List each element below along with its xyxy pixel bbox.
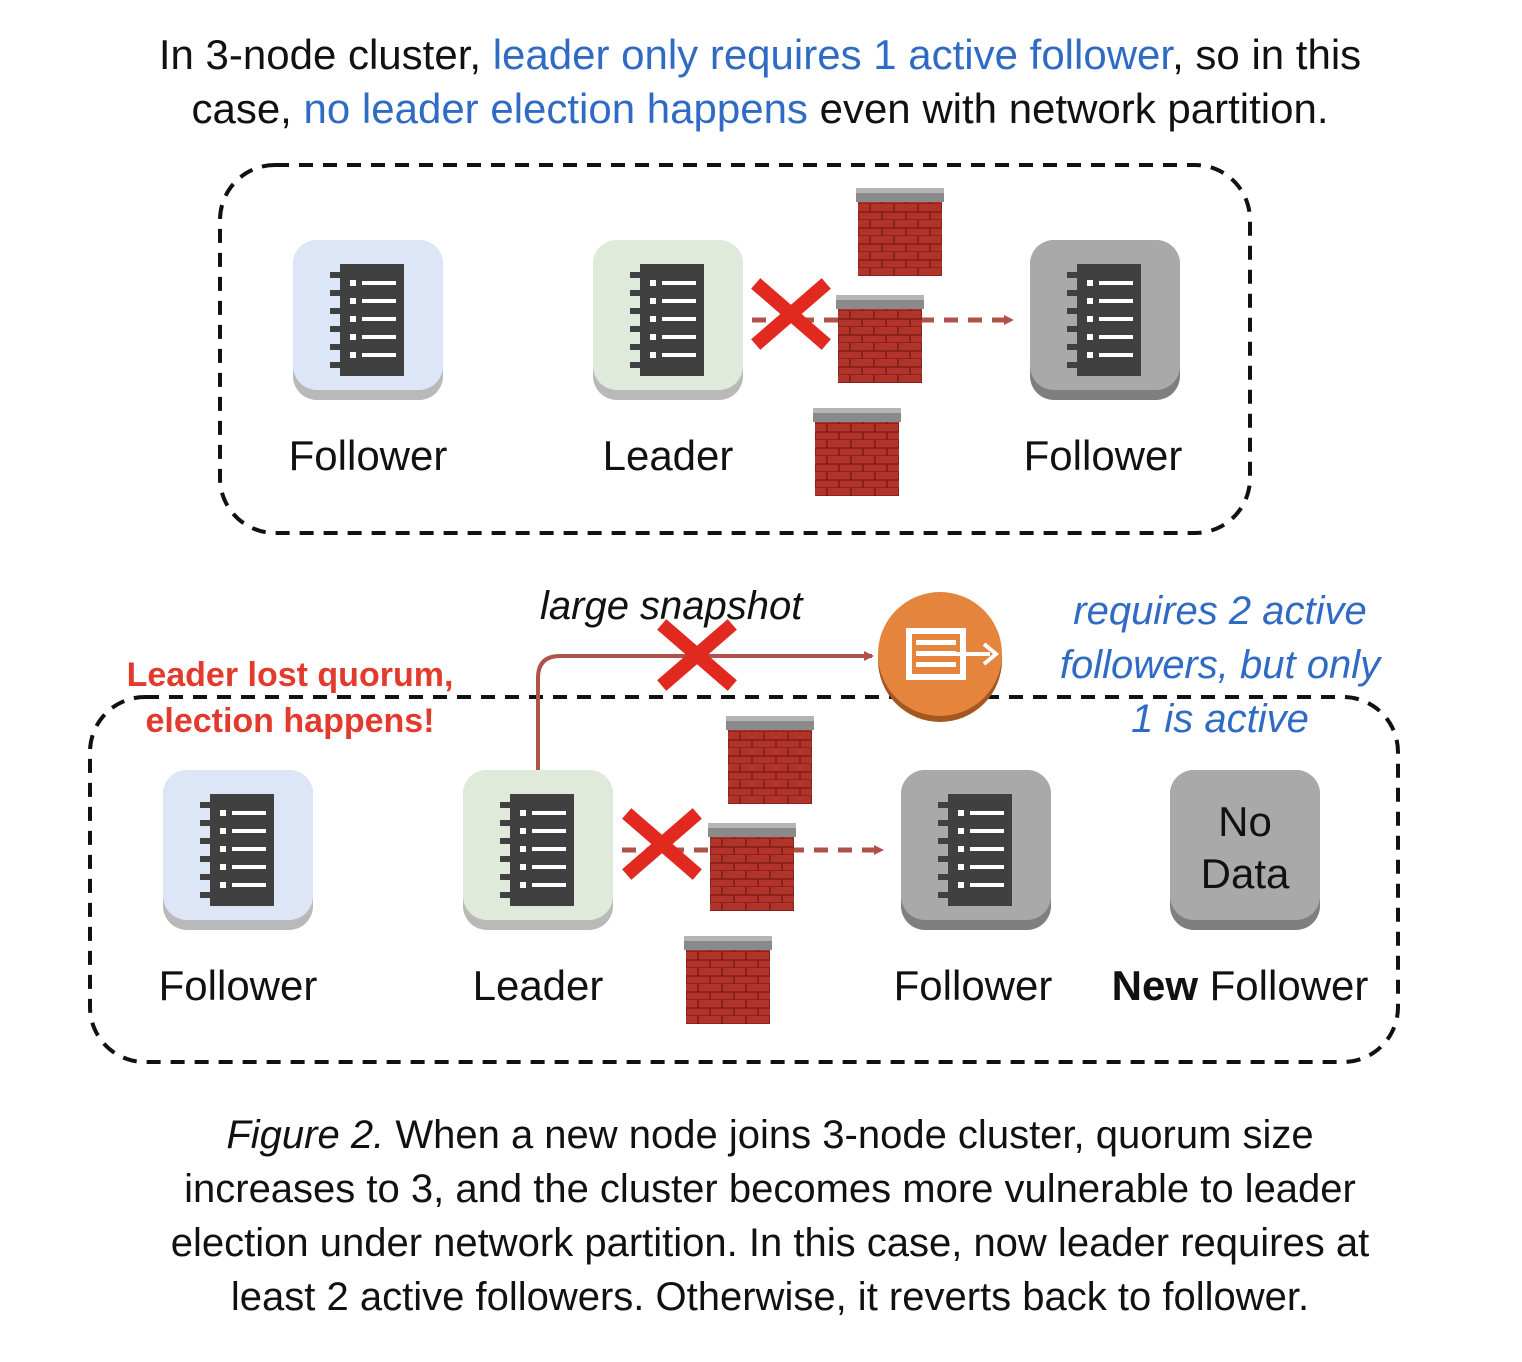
caption-line-3: election under network partition. In thi… — [170, 1221, 1370, 1265]
requires-note: requires 2 active followers, but only 1 … — [1059, 589, 1381, 741]
bottom-cluster-boundary — [88, 695, 1400, 1064]
no-data-text: No Data — [1200, 798, 1290, 897]
bottom-leader-label: Leader — [472, 962, 604, 1009]
top-cross-mark — [761, 288, 821, 340]
top-follower-left-node — [293, 240, 443, 400]
heading-line-2: case, no leader election happens even wi… — [191, 85, 1329, 132]
top-firewall-upper — [856, 188, 944, 276]
caption-line-1: Figure 2. When a new node joins 3-node c… — [226, 1113, 1314, 1157]
snapshot-path — [536, 651, 874, 770]
bottom-firewall-upper — [726, 716, 814, 804]
figure-label: Figure 2. — [226, 1113, 385, 1157]
top-follower-right-label: Follower — [1023, 432, 1183, 479]
bottom-follower-right-label: Follower — [893, 962, 1053, 1009]
heading-highlight-2: no leader election happens — [303, 85, 808, 132]
bottom-firewall-middle — [708, 823, 796, 911]
top-firewall-middle — [836, 295, 924, 383]
snapshot-label: large snapshot — [540, 584, 803, 628]
heading-highlight-1: leader only requires 1 active follower — [492, 31, 1173, 78]
diagram-heading: In 3-node cluster, leader only requires … — [40, 28, 1480, 136]
bottom-follower-left-label: Follower — [158, 962, 318, 1009]
bottom-cross-mark — [632, 818, 692, 870]
snapshot-transfer-icon — [878, 592, 1002, 722]
top-firewall-lower — [813, 408, 901, 496]
top-leader-label: Leader — [602, 432, 734, 479]
quorum-lost-note: Leader lost quorum, election happens! — [126, 656, 454, 740]
top-follower-right-node — [1030, 240, 1180, 400]
caption-line-2: increases to 3, and the cluster becomes … — [184, 1167, 1356, 1211]
new-follower-label: New Follower — [1111, 962, 1369, 1009]
bottom-firewall-lower — [684, 936, 772, 1024]
top-leader-node — [593, 240, 743, 400]
top-follower-left-label: Follower — [288, 432, 448, 479]
caption-line-4: least 2 active followers. Otherwise, it … — [230, 1275, 1310, 1319]
heading-line-1: In 3-node cluster, leader only requires … — [158, 31, 1362, 78]
bottom-follower-right-node — [901, 770, 1051, 930]
bottom-new-follower-node — [1170, 770, 1320, 930]
figure-caption: Figure 2. When a new node joins 3-node c… — [40, 1108, 1500, 1324]
bottom-leader-node — [463, 770, 613, 930]
top-cluster-boundary — [218, 163, 1252, 535]
bottom-follower-left-node — [163, 770, 313, 930]
